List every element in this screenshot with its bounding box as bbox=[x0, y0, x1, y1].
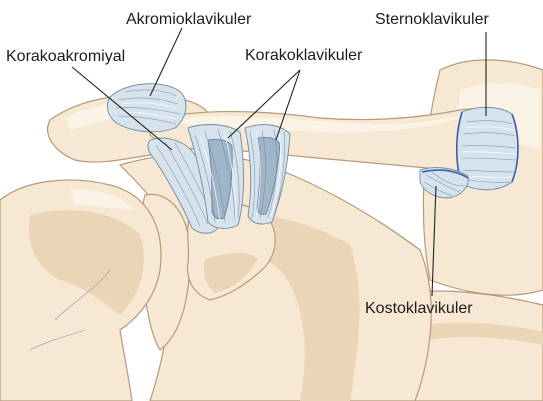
label-costoclavicular: Kostoklavikuler bbox=[365, 300, 473, 317]
label-sternoclavicular: Sternoklavikuler bbox=[375, 11, 490, 28]
label-coracoclavicular: Korakoklavikuler bbox=[245, 47, 363, 64]
label-acromioclavicular: Akromioklavikuler bbox=[126, 11, 252, 28]
label-coracoacromial: Korakoakromiyal bbox=[6, 48, 125, 65]
